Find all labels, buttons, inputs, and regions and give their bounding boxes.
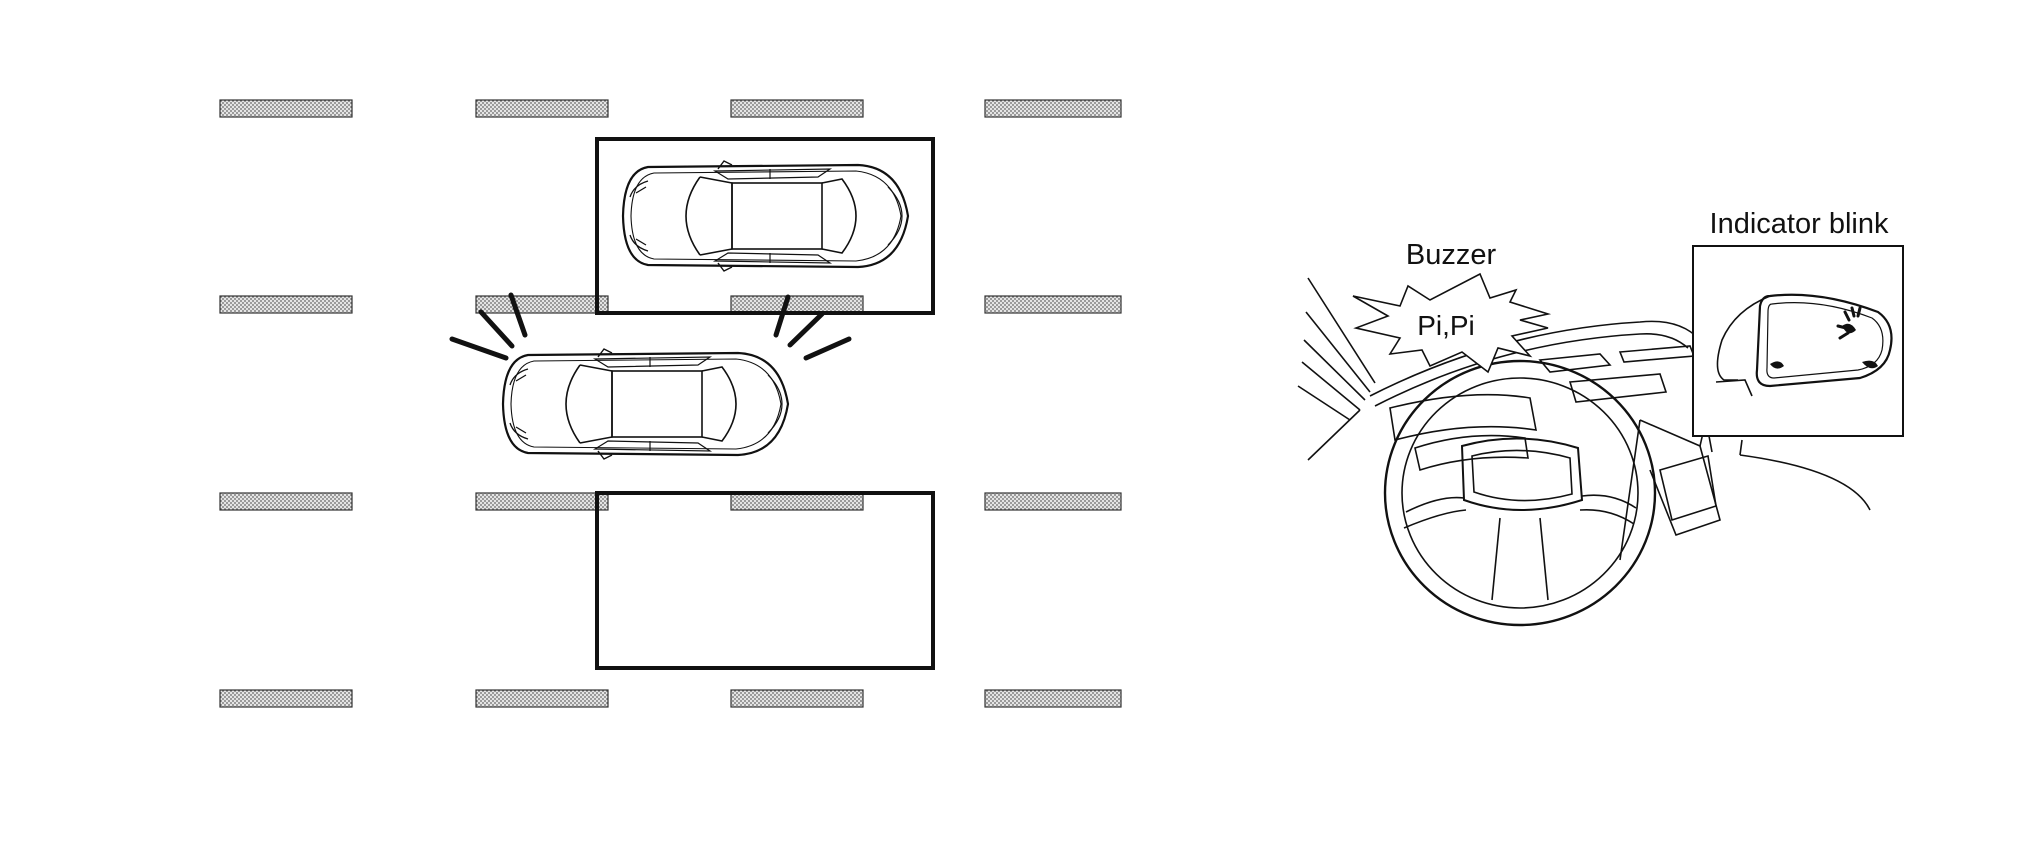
dashboard-top bbox=[1369, 320, 1701, 397]
indicator-lamp bbox=[1842, 323, 1856, 334]
lane-mark bbox=[219, 99, 353, 118]
warning-rays-left bbox=[449, 292, 528, 361]
buzzer-label: Buzzer bbox=[1406, 239, 1497, 271]
center-console bbox=[1639, 419, 1721, 537]
lane-mark bbox=[730, 99, 864, 118]
lane-mark bbox=[475, 492, 609, 511]
lane-mark bbox=[730, 492, 864, 511]
buzzer-burst bbox=[1352, 272, 1552, 374]
a-pillar-line bbox=[1307, 277, 1376, 384]
steering-wheel bbox=[1383, 359, 1657, 627]
detection-zone-upper bbox=[595, 137, 935, 315]
lane-mark bbox=[475, 99, 609, 118]
instrument-cluster bbox=[1389, 393, 1537, 442]
parking-lot-diagram bbox=[219, 99, 1122, 708]
own-vehicle bbox=[501, 347, 790, 461]
lane-mark bbox=[984, 689, 1122, 708]
lane-mark bbox=[730, 689, 864, 708]
lane-mark bbox=[475, 295, 609, 314]
lane-mark bbox=[984, 295, 1122, 314]
buzzer-sound-label: Pi,Pi bbox=[1417, 310, 1475, 341]
lane-markings bbox=[219, 99, 1122, 708]
cockpit-illustration bbox=[1297, 277, 1871, 627]
lane-mark bbox=[219, 689, 353, 708]
lane-mark bbox=[219, 295, 353, 314]
lane-mark bbox=[984, 492, 1122, 511]
lane-mark bbox=[984, 99, 1122, 118]
side-mirror-inset bbox=[1692, 245, 1904, 437]
detection-zone-lower bbox=[595, 491, 935, 670]
door-line bbox=[1739, 454, 1871, 511]
warning-rays-right bbox=[773, 294, 852, 361]
side-mirror bbox=[1755, 293, 1893, 388]
indicator-blink-label: Indicator blink bbox=[1710, 208, 1889, 240]
lane-mark bbox=[730, 295, 864, 314]
lane-mark bbox=[219, 492, 353, 511]
detected-vehicle bbox=[621, 159, 910, 273]
lane-mark bbox=[475, 689, 609, 708]
